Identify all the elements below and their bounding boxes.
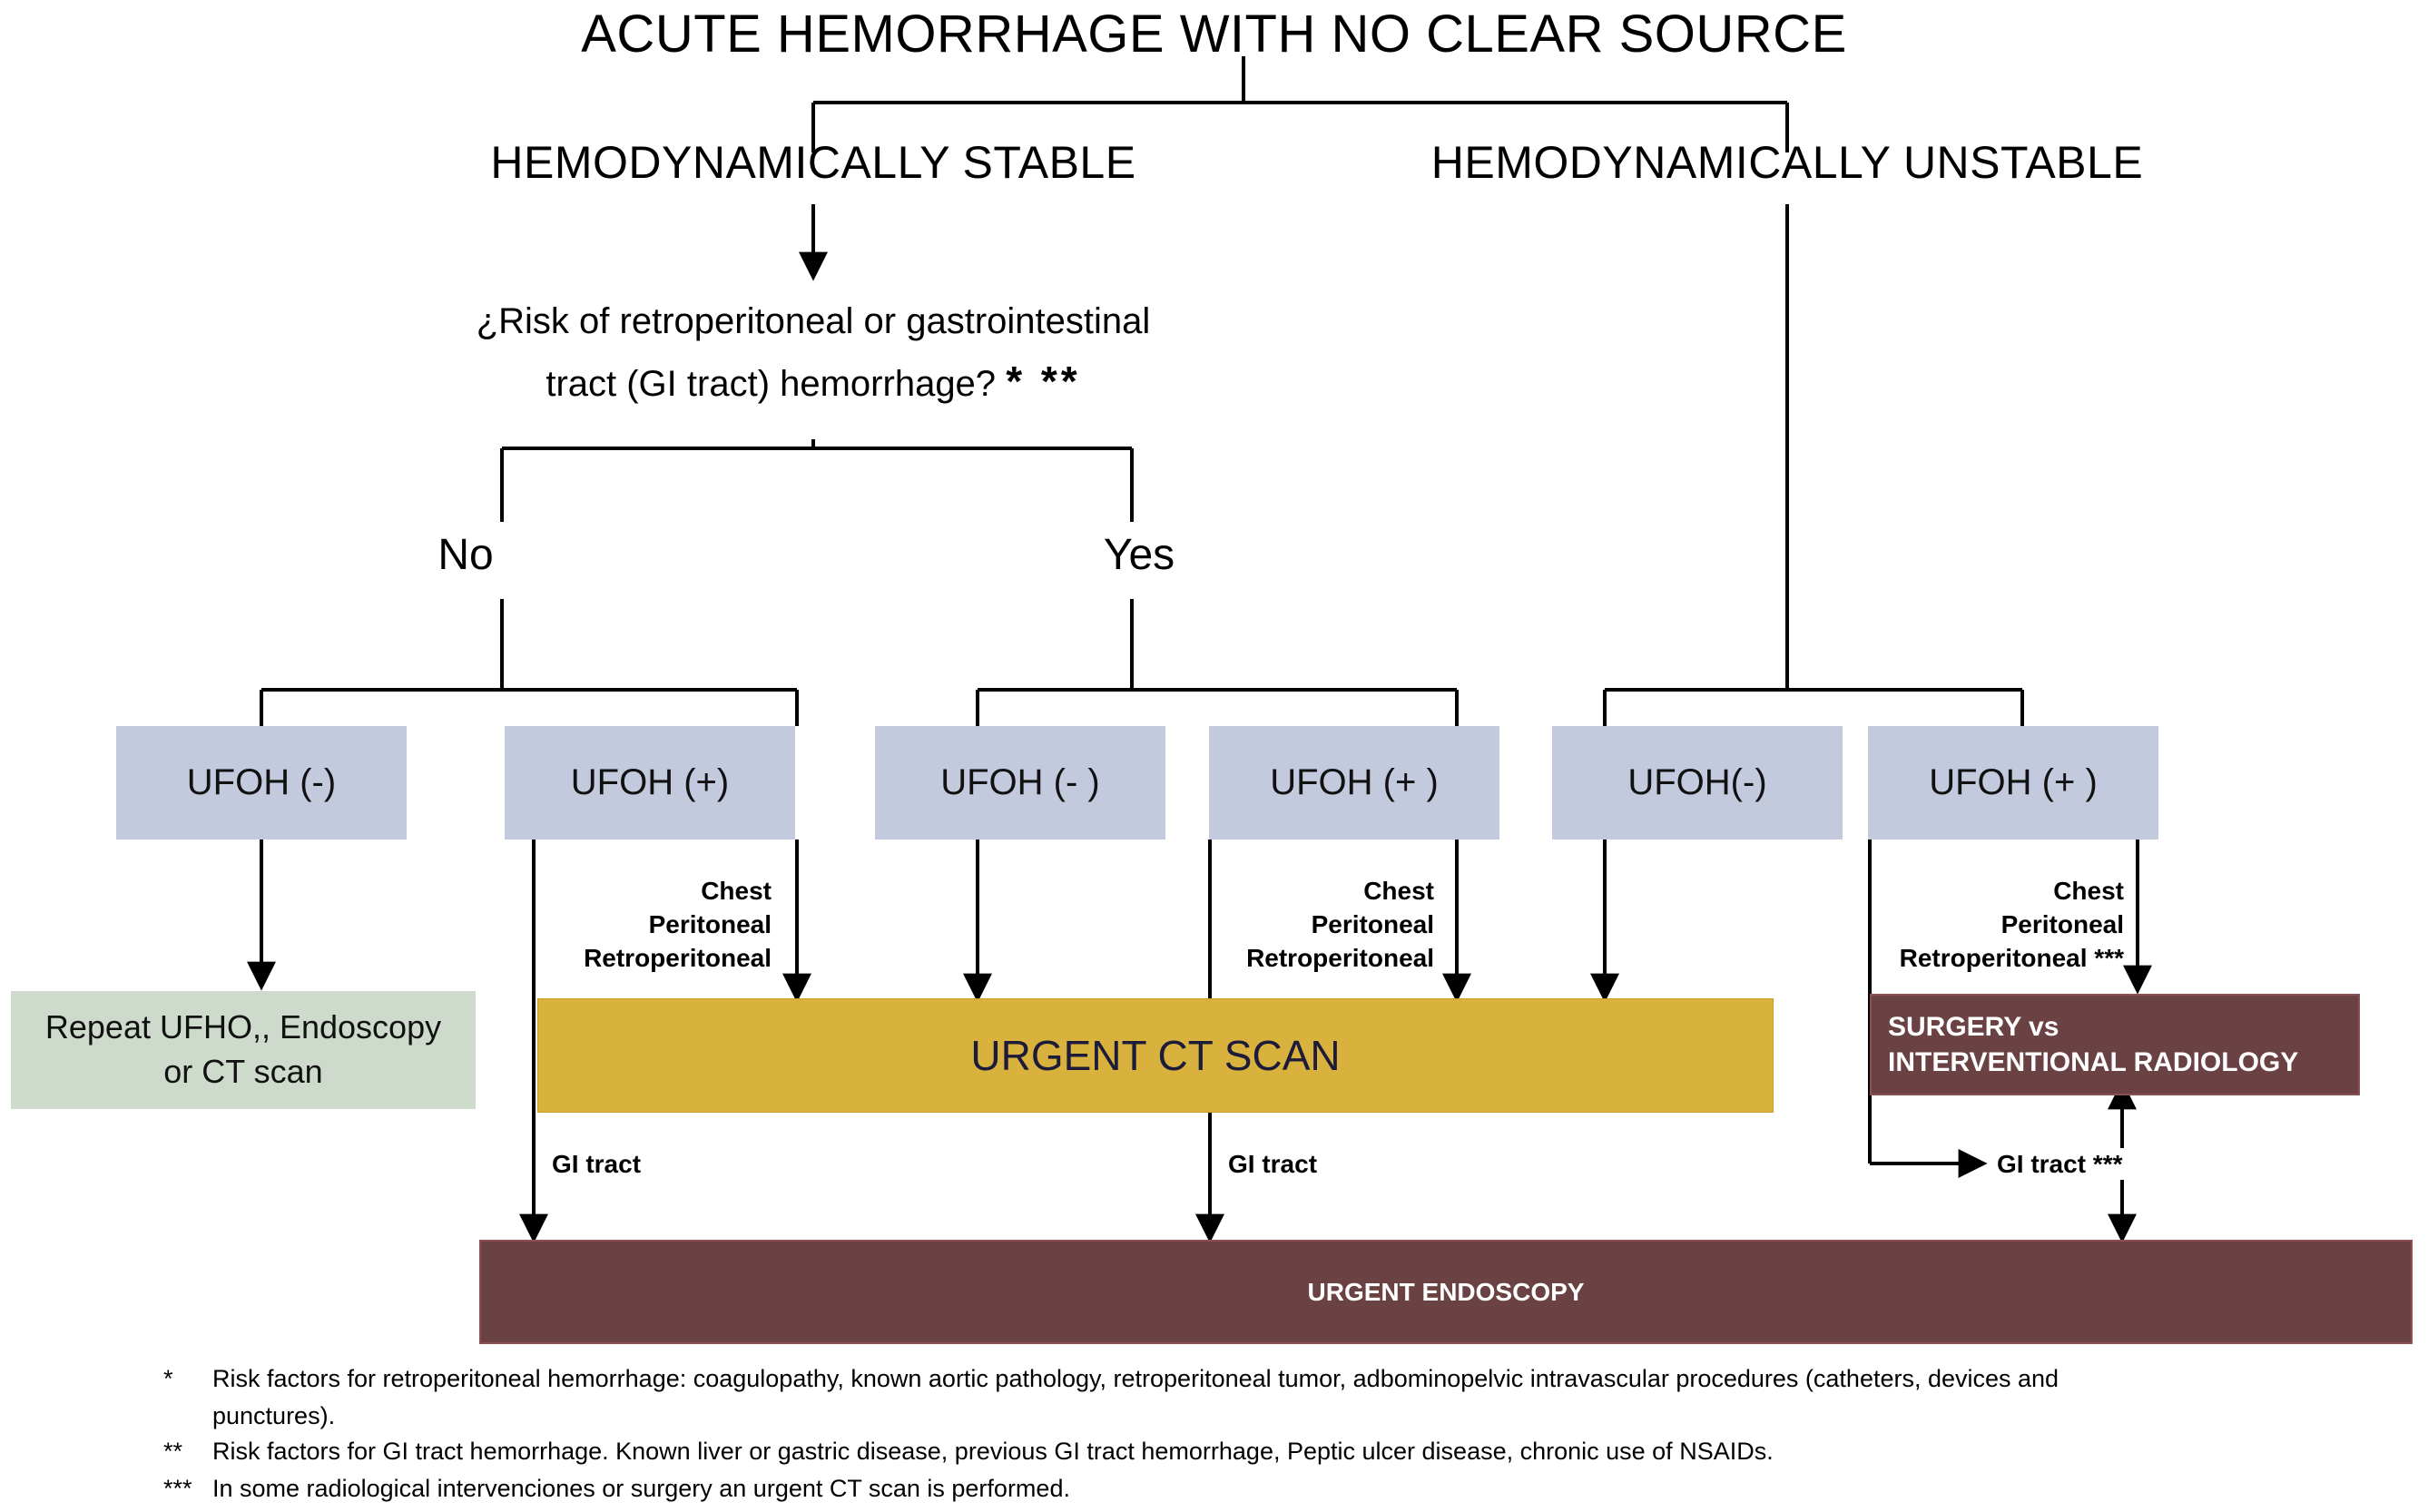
- footnotes-block: * Risk factors for retroperitoneal hemor…: [163, 1361, 2378, 1509]
- ufoh-box-stable-yes-positive[interactable]: UFOH (+ ): [1209, 726, 1499, 839]
- footnote-marker-question: * **: [1006, 358, 1081, 405]
- footnote-marker: *: [163, 1365, 173, 1392]
- footnote-text: Risk factors for retroperitoneal hemorrh…: [212, 1365, 2059, 1392]
- edge-label-sites-unstable: Chest Peritoneal Retroperitoneal ***: [1743, 874, 2124, 976]
- footnote-item: ** Risk factors for GI tract hemorrhage.…: [163, 1434, 2378, 1469]
- outcome-box-urgent-ct-scan[interactable]: URGENT CT SCAN: [537, 998, 1774, 1113]
- ufoh-box-unstable-negative[interactable]: UFOH(-): [1552, 726, 1843, 839]
- site-retroperitoneal-label: Retroperitoneal: [584, 944, 772, 973]
- edge-label-gi-tract-left: GI tract: [552, 1150, 642, 1178]
- site-chest-label: Chest: [701, 877, 772, 905]
- ufoh-box-stable-no-negative[interactable]: UFOH (-): [116, 726, 407, 839]
- site-peritoneal-label: Peritoneal: [1311, 910, 1434, 939]
- footnote-item: *** In some radiological intervenciones …: [163, 1471, 2378, 1507]
- outcome-box-urgent-endoscopy[interactable]: URGENT ENDOSCOPY: [479, 1240, 2413, 1344]
- footnote-marker: **: [163, 1438, 183, 1466]
- footnote-text: Risk factors for GI tract hemorrhage. Kn…: [212, 1438, 1774, 1466]
- site-peritoneal-label: Peritoneal: [2000, 910, 2124, 939]
- decision-question-line1: ¿Risk of retroperitoneal or gastrointest…: [476, 301, 1151, 341]
- edge-label-sites-stable-no: Chest Peritoneal Retroperitoneal: [408, 874, 772, 976]
- footnote-continuation: punctures).: [212, 1402, 336, 1430]
- decision-question: ¿Risk of retroperitoneal or gastrointest…: [359, 293, 1267, 414]
- site-retroperitoneal-stars-label: Retroperitoneal ***: [1899, 944, 2124, 973]
- ufoh-box-stable-no-positive[interactable]: UFOH (+): [505, 726, 795, 839]
- page-title: ACUTE HEMORRHAGE WITH NO CLEAR SOURCE: [581, 5, 1847, 64]
- site-chest-label: Chest: [2053, 877, 2124, 905]
- outcome-surgery-line1: SURGERY vs: [1888, 1012, 2059, 1042]
- footnote-marker: ***: [163, 1475, 192, 1503]
- footnote-item: * Risk factors for retroperitoneal hemor…: [163, 1361, 2378, 1397]
- ufoh-box-stable-yes-negative[interactable]: UFOH (- ): [875, 726, 1165, 839]
- edge-label-gi-tract-middle: GI tract: [1228, 1150, 1318, 1178]
- site-chest-label: Chest: [1363, 877, 1434, 905]
- outcome-box-surgery-vs-ir[interactable]: SURGERY vs INTERVENTIONAL RADIOLOGY: [1870, 994, 2360, 1095]
- footnote-text: In some radiological intervenciones or s…: [212, 1475, 1070, 1503]
- outcome-repeat-line2: or CT scan: [163, 1053, 323, 1090]
- site-peritoneal-label: Peritoneal: [648, 910, 772, 939]
- edge-label-sites-stable-yes: Chest Peritoneal Retroperitoneal: [1071, 874, 1434, 976]
- decision-branch-yes: Yes: [1103, 531, 1175, 579]
- branch-label-stable: HEMODYNAMICALLY STABLE: [490, 137, 1136, 188]
- edge-label-gi-tract-right: GI tract ***: [1997, 1150, 2123, 1178]
- ufoh-box-unstable-positive[interactable]: UFOH (+ ): [1868, 726, 2158, 839]
- outcome-surgery-line2: INTERVENTIONAL RADIOLOGY: [1888, 1047, 2299, 1077]
- decision-question-line2-text: tract (GI tract) hemorrhage?: [546, 364, 997, 404]
- branch-label-unstable: HEMODYNAMICALLY UNSTABLE: [1430, 137, 2144, 188]
- decision-question-line2: tract (GI tract) hemorrhage? * **: [359, 349, 1267, 414]
- decision-branch-no: No: [437, 531, 494, 579]
- outcome-box-repeat-ufho[interactable]: Repeat UFHO,, Endoscopy or CT scan: [11, 991, 476, 1109]
- site-retroperitoneal-label: Retroperitoneal: [1246, 944, 1434, 973]
- outcome-repeat-line1: Repeat UFHO,, Endoscopy: [44, 1008, 442, 1046]
